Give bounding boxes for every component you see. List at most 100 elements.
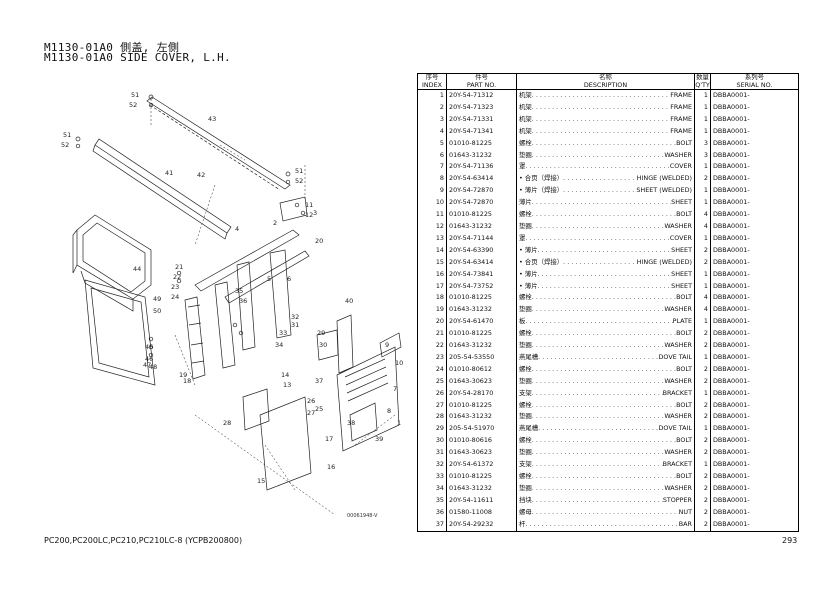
callout-number: 5: [267, 275, 271, 283]
cell-part-no: 01010-80612: [446, 363, 517, 376]
dot-leader: . . . . . . . . . . . . . . . . . . . . …: [531, 400, 677, 409]
cell-serial: DBBA0001-: [710, 268, 799, 281]
col-desc-cn: 名称: [599, 73, 612, 81]
part-name-en: FRAME: [670, 91, 692, 99]
dot-leader: . . . . . . . . . . . . . . . . . . . . …: [538, 352, 659, 361]
cell-qty: 2: [694, 399, 711, 412]
cell-index: 17: [417, 280, 447, 293]
part-name-en: SHEET: [671, 281, 692, 290]
cell-part-no: 20Y-54-73841: [446, 268, 517, 281]
part-name-cn: • 薄片: [519, 281, 538, 290]
part-name-en: HINGE (WELDED): [636, 257, 692, 266]
col-part-cn: 件号: [475, 73, 488, 81]
cell-index: 15: [417, 256, 447, 269]
part-name-en: FRAME: [670, 102, 692, 111]
cell-part-no: 20Y-54-71323: [446, 101, 517, 114]
part-name-cn: 罩: [519, 162, 526, 171]
part-name-en: HINGE (WELDED): [636, 174, 692, 183]
cell-serial: DBBA0001-: [710, 232, 799, 245]
dot-leader: . . . . . . . . . . . . . . . . . . . . …: [537, 269, 672, 278]
part-name-en: DOVE TAIL: [658, 352, 692, 361]
callout-number: 10: [395, 359, 403, 367]
part-name-en: BOLT: [676, 138, 692, 147]
cell-qty: 2: [694, 411, 711, 424]
dot-leader: . . . . . . . . . . . . . . . . . . . . …: [531, 138, 677, 147]
cell-part-no: 20Y-54-72870: [446, 197, 517, 210]
cell-serial: DBBA0001-: [710, 209, 799, 221]
cell-description: 机架 . . . . . . . . . . . . . . . . . . .…: [516, 101, 695, 114]
dot-leader: . . . . . . . . . . . . . . . . . . . . …: [531, 376, 665, 385]
part-name-cn: 罩: [519, 233, 526, 242]
cell-qty: 2: [694, 447, 711, 460]
part-name-en: BOLT: [676, 293, 692, 302]
cell-index: 37: [417, 518, 447, 532]
cell-index: 18: [417, 292, 447, 305]
cell-serial: DBBA0001-: [710, 399, 799, 412]
part-name-cn: 垫圈: [519, 305, 532, 314]
cell-serial: DBBA0001-: [710, 506, 799, 519]
cell-part-no: 01010-81225: [446, 471, 517, 483]
dot-leader: . . . . . . . . . . . . . . . . . . . . …: [525, 162, 670, 171]
dot-leader: . . . . . . . . . . . . . . . . . . . . …: [531, 460, 663, 469]
cell-description: 板 . . . . . . . . . . . . . . . . . . . …: [516, 316, 695, 329]
callout-number: 51: [63, 131, 71, 139]
callout-number: 44: [133, 265, 141, 273]
callout-number: 37: [315, 377, 323, 385]
cell-qty: 2: [694, 244, 711, 257]
part-name-en: BOLT: [676, 436, 692, 445]
callout-number: 8: [387, 407, 391, 415]
part-name-cn: 垫圈: [519, 448, 532, 457]
dot-leader: . . . . . . . . . . . . . . . . . . . . …: [525, 519, 678, 528]
cell-index: 12: [417, 220, 447, 233]
callout-number: 33: [279, 329, 287, 337]
cell-part-no: 01010-81225: [446, 292, 517, 305]
dot-leader: . . . . . . . . . . . . . . . . . . . . …: [531, 364, 677, 373]
cell-qty: 2: [694, 375, 711, 388]
callout-number: 22: [173, 273, 181, 281]
callout-number: 31: [291, 321, 299, 329]
cell-description: 垫圈 . . . . . . . . . . . . . . . . . . .…: [516, 304, 695, 317]
callout-number: 52: [129, 101, 137, 109]
part-name-cn: 螺栓: [519, 436, 532, 445]
part-name-en: SHEET: [671, 269, 692, 278]
dot-leader: . . . . . . . . . . . . . . . . . . . . …: [531, 388, 663, 397]
callout-number: 50: [153, 307, 161, 315]
cell-part-no: 01643-31232: [446, 482, 517, 495]
cell-index: 19: [417, 304, 447, 317]
cell-serial: DBBA0001-: [710, 423, 799, 436]
part-name-en: PLATE: [672, 317, 692, 326]
callout-number: 41: [165, 169, 173, 177]
callout-number: 2: [273, 219, 277, 227]
cell-index: 30: [417, 435, 447, 448]
cell-part-no: 20Y-54-29232: [446, 518, 517, 532]
callout-number: 42: [197, 171, 205, 179]
cell-qty: 3: [694, 137, 711, 150]
cell-description: 罩 . . . . . . . . . . . . . . . . . . . …: [516, 161, 695, 174]
part-name-cn: 支架: [519, 460, 532, 469]
part-name-en: DOVE TAIL: [658, 424, 692, 433]
cell-part-no: 01010-81225: [446, 209, 517, 221]
part-name-en: STOPPER: [662, 495, 692, 504]
callout-number: 13: [283, 381, 291, 389]
page-title-en: M1130-01A0 SIDE COVER, L.H.: [44, 51, 231, 64]
cell-index: 21: [417, 328, 447, 341]
dot-leader: . . . . . . . . . . . . . . . . . . . . …: [531, 114, 670, 123]
callout-number: 20: [315, 237, 323, 245]
cell-serial: DBBA0001-: [710, 494, 799, 507]
callout-number: 28: [223, 419, 231, 427]
